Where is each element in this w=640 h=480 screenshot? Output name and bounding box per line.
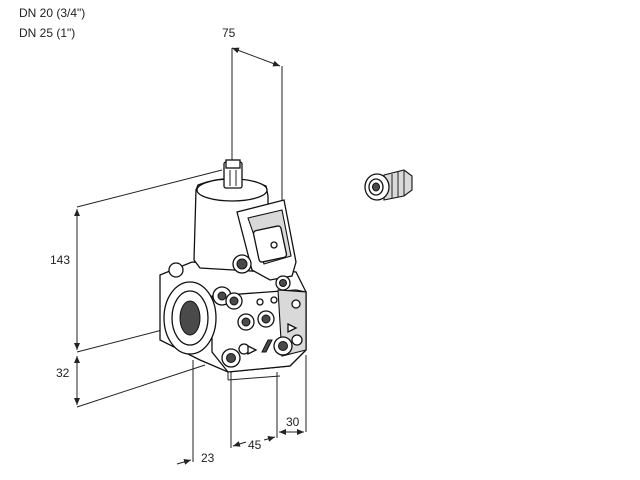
- dim-30-label: 30: [286, 415, 300, 429]
- dimension-45: 45: [230, 368, 278, 452]
- dimension-32: 32: [56, 356, 206, 408]
- dn20-label: DN 20 (3/4"): [19, 6, 86, 20]
- cable-gland-drawing: [364, 169, 413, 201]
- dim-75-label: 75: [222, 26, 236, 40]
- dimension-23: 23: [176, 360, 215, 465]
- dim-143-label: 143: [50, 253, 70, 267]
- solenoid-valve-drawing: [159, 159, 307, 381]
- dn25-label: DN 25 (1"): [19, 26, 76, 40]
- dimension-143: 143: [50, 169, 223, 353]
- dim-45-label: 45: [248, 438, 262, 452]
- dim-32-label: 32: [56, 366, 70, 380]
- dimension-30: 30: [279, 355, 307, 435]
- dim-23-label: 23: [201, 451, 215, 465]
